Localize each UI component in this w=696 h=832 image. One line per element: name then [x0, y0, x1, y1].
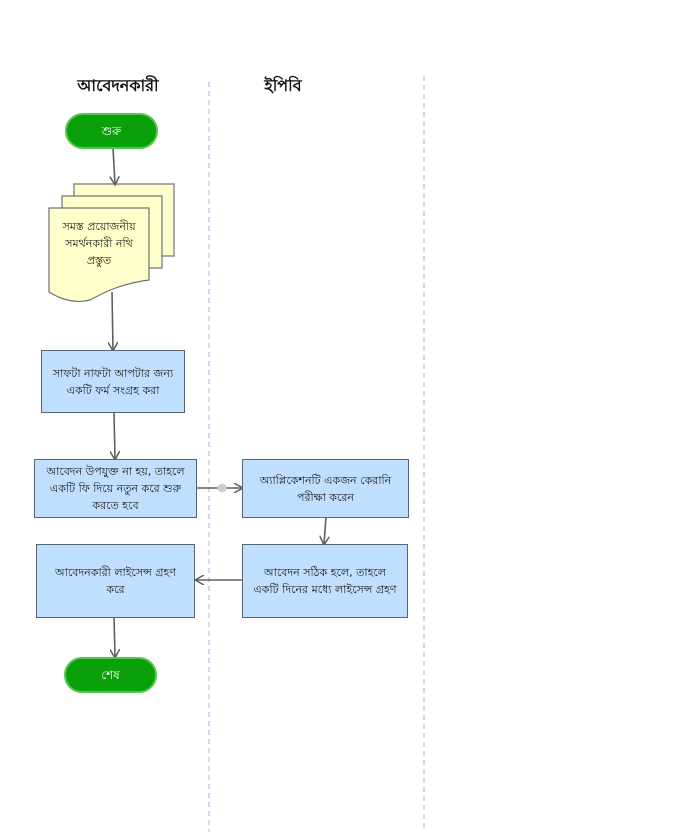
arrow-form-to-resubmit [114, 412, 115, 459]
lane-title-epb: ইপিবি [264, 76, 302, 95]
end-terminal: শেষ [64, 657, 157, 693]
arrow-review-to-issue [324, 516, 326, 544]
arrow-receive-to-end [114, 616, 115, 657]
clerk-review-step: অ্যাপ্লিকেশনটি একজন কেরানি পরীক্ষা করেন [242, 459, 409, 518]
receive-license-step: আবেদনকারী লাইসেন্স গ্রহণ করে [36, 544, 195, 618]
arrow-start-to-documents [113, 147, 115, 184]
resubmit-step: আবেদন উপযুক্ত না হয়, তাহলে একটি ফি দিয়… [34, 459, 197, 518]
lane-title-applicant: আবেদনকারী [77, 76, 159, 95]
multi-document-shape [48, 183, 175, 303]
start-terminal: শুরু [65, 113, 158, 149]
documents-label: সমস্ত প্রয়োজনীয় সমর্থনকারী নথি প্রস্তু… [62, 219, 136, 267]
connection-point [217, 483, 227, 493]
collect-form-step: সাফটা নাফটা আপটার জন্য একটি ফর্ম সংগ্রহ … [41, 350, 185, 413]
arrow-documents-to-form [112, 291, 113, 350]
license-issue-step: আবেদন সঠিক হলে, তাহলে একটি দিনের মধ্যে ল… [242, 544, 408, 618]
